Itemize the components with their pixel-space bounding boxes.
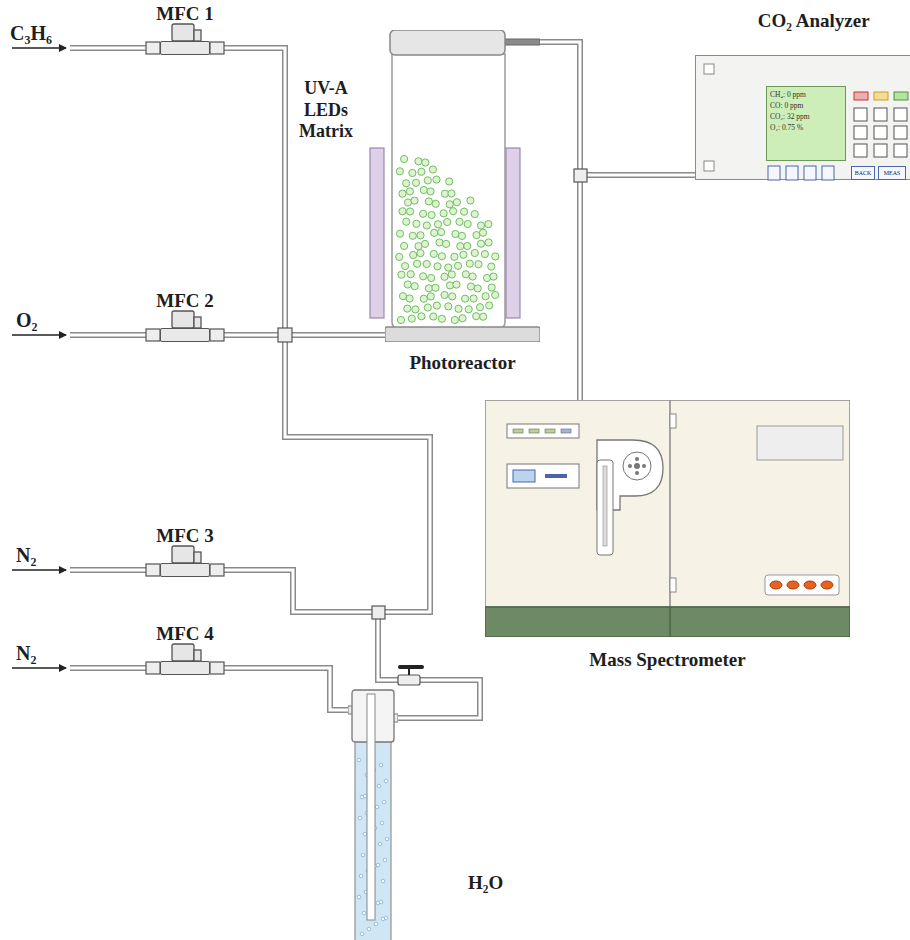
pipe-bore [285,335,480,718]
analyzer-screen: CH₄: 0 ppmCO: 0 ppmCO₂: 32 ppmO₂: 0.75 % [766,86,846,161]
mass-flow-controller: MFC 3 [160,563,210,577]
gas-label: O₂ [16,309,56,331]
screen-reading: O₂: 0.75 % [770,123,842,134]
pipe-wall [210,335,430,612]
device-label: MFC 2 [156,290,214,312]
screen-reading: CO₂: 32 ppm [770,112,842,123]
pipe-wall [210,48,385,335]
water-bubbler: H₂O [348,688,398,940]
pipe-bore [210,668,348,710]
device-label: Mass Spectrometer [589,649,745,671]
catalyst-beads [396,155,499,323]
analyzer-button: MEAS [878,166,906,180]
mass-spectrometer: Mass Spectrometer [485,400,850,637]
gas-label: C₃H₆ [10,22,70,44]
inlet-arrow [12,48,66,668]
gas-label: N₂ [16,544,56,566]
device-label: CO₂ Analyzer [758,10,870,32]
screen-reading: CH₄: 0 ppm [770,90,842,101]
pipe-bore [210,335,430,612]
pipe-wall [540,42,580,400]
node-outline [485,400,850,637]
device-label: Photoreactor [409,352,515,374]
pipe-wall [540,42,695,175]
gas-line [540,42,695,175]
co2-analyzer: CO₂ AnalyzerCH₄: 0 ppmCO: 0 ppmCO₂: 32 p… [695,55,910,180]
node-outline [348,688,398,940]
valve-handle [400,667,422,675]
device-label: MFC 3 [156,525,214,547]
node-outline [385,30,540,342]
led-label: UV-A LEDs Matrix [293,78,359,143]
mass-flow-controller: MFC 4 [160,661,210,675]
device-label: MFC 4 [156,623,214,645]
mass-flow-controller: MFC 1 [160,41,210,55]
pipe-bore [210,48,385,335]
device-label: MFC 1 [156,3,214,25]
screen-reading: CO: 0 ppm [770,101,842,112]
device-label: H₂O [468,872,503,894]
button-label: BACK [855,170,872,176]
inlet-pipe [70,48,160,668]
gas-label: N₂ [16,642,56,664]
gas-line [285,335,480,718]
analyzer-button: BACK [851,166,875,180]
pipe-bore [540,42,695,175]
gas-line [210,48,385,335]
mass-flow-controller: MFC 2 [160,328,210,342]
pipe-wall [285,335,480,718]
gas-line [540,42,580,400]
pipe-bore [540,42,580,400]
gas-line [210,335,430,612]
button-label: MEAS [884,170,901,176]
photoreactor: Photoreactor [385,30,540,342]
gas-line [210,668,348,710]
pipe-wall [210,668,348,710]
